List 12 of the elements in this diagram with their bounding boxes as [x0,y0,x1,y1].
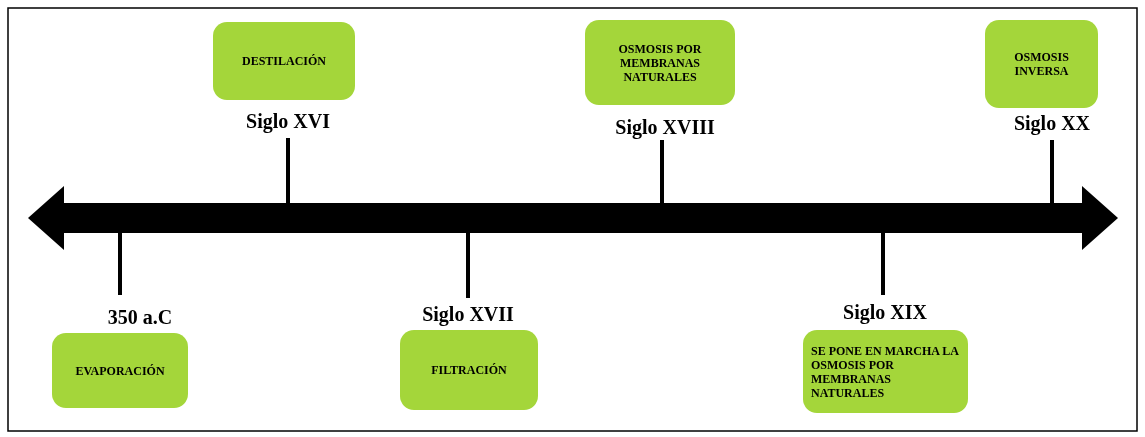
date-label: Siglo XIX [843,301,927,323]
date-label: Siglo XX [1013,112,1091,134]
event-box: DESTILACIÓN [213,22,355,100]
date-label: Siglo XVII [422,303,514,325]
event-box: OSMOSIS POR MEMBRANAS NATURALES [585,20,735,105]
event-box: OSMOSIS INVERSA [985,20,1098,108]
date-label: Siglo XVIII [615,116,715,138]
date-label: Siglo XVI [246,110,330,132]
event-box: FILTRACIÓN [400,330,538,410]
date-label: 350 a.C [107,306,173,328]
event-box: EVAPORACIÓN [52,333,188,408]
event-box: SE PONE EN MARCHA LA OSMOSIS POR MEMBRANAS NATURALES [803,330,968,413]
